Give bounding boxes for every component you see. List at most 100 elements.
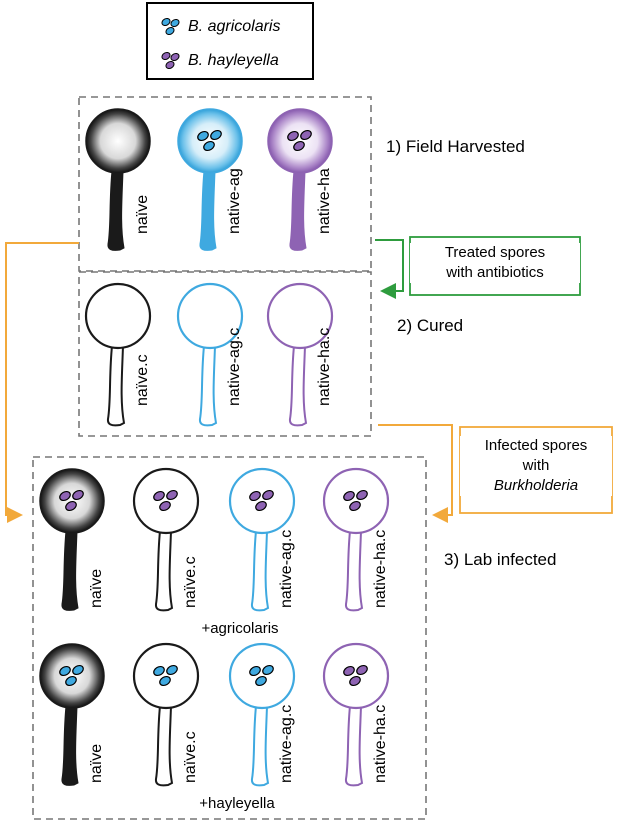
hayleyella-bacteria-icon	[161, 51, 180, 70]
spore	[228, 467, 296, 612]
spore-label: native-ag	[226, 168, 243, 234]
infection-arrow-left	[5, 242, 79, 523]
bacterium	[65, 675, 77, 687]
infection-text-line-1: Infected spores	[484, 437, 588, 454]
spore	[228, 642, 296, 787]
spore	[132, 467, 200, 612]
spore-stalk	[154, 530, 174, 612]
bacterium	[166, 489, 178, 501]
bacterium	[300, 129, 312, 141]
bacterium	[159, 675, 171, 687]
cured-box	[78, 271, 372, 437]
antibiotics-text: Treated spores with antibiotics	[410, 243, 580, 283]
stage-label-field-harvested: 1) Field Harvested	[386, 137, 525, 156]
spore	[84, 282, 152, 427]
spore-head	[85, 108, 151, 174]
infection-text-organism: Burkholderia	[493, 477, 579, 494]
legend-item-agricolaris: B. agricolaris	[158, 14, 280, 40]
bacterium	[356, 489, 368, 501]
bacterium	[262, 664, 274, 676]
infection-text-line-2: with	[522, 457, 550, 474]
spore-stalk	[199, 170, 217, 251]
spore-stalk	[250, 530, 270, 612]
spore-stalk	[107, 170, 125, 251]
spore-label: naïve.c	[134, 354, 151, 406]
spore	[85, 108, 151, 251]
legend-item-hayleyella: B. hayleyella	[158, 48, 279, 74]
bacterium	[59, 490, 71, 502]
spore	[266, 282, 334, 427]
bacterium	[287, 130, 299, 142]
bacterium	[65, 500, 77, 512]
spore-head	[266, 282, 334, 350]
bacterium	[255, 675, 267, 687]
lab-infected-box	[32, 456, 427, 820]
antibiotics-arrow	[375, 239, 404, 299]
bacterium	[343, 665, 355, 677]
spore-stalk	[250, 705, 270, 787]
spore-label: native-ag.c	[278, 529, 295, 608]
spore	[267, 108, 333, 251]
spore-head	[84, 282, 152, 350]
legend-label-agricolaris: B. agricolaris	[188, 18, 281, 35]
spore-stalk	[106, 345, 126, 427]
spore-stalk	[198, 345, 218, 427]
bacterium	[349, 675, 361, 687]
bacterium	[262, 489, 274, 501]
agricolaris-bacteria-icon	[161, 17, 180, 36]
bacterium	[59, 665, 71, 677]
spore	[322, 642, 390, 787]
spore-label: native-ha	[316, 168, 333, 234]
spore-stalk	[61, 530, 79, 611]
bacterium	[210, 129, 222, 141]
spore-stalk	[154, 705, 174, 787]
legend-label-hayleyella: B. hayleyella	[188, 52, 279, 69]
spore-label: naïve	[134, 194, 151, 234]
spore	[322, 467, 390, 612]
bacterium	[159, 500, 171, 512]
spore	[176, 282, 244, 427]
infection-arrow-right	[378, 424, 453, 523]
stage-label-cured: 2) Cured	[397, 316, 464, 335]
spore-label: native-ha.c	[316, 327, 333, 406]
bacterium	[197, 130, 209, 142]
spore-label: native-ag.c	[278, 704, 295, 783]
bacterium	[255, 500, 267, 512]
bacterium	[166, 664, 178, 676]
bacterium	[153, 490, 165, 502]
antibiotics-text-line-2: with antibiotics	[446, 264, 544, 281]
spore-label: native-ha.c	[372, 704, 389, 783]
spore	[177, 108, 243, 251]
bacterium	[343, 490, 355, 502]
bacterium	[72, 664, 84, 676]
legend: B. agricolaris B. hayleyella	[146, 2, 314, 80]
spore-label: naïve	[88, 743, 105, 783]
spore-label: naïve.c	[182, 556, 199, 608]
field-harvested-box	[78, 96, 372, 272]
spore-label: naïve.c	[182, 731, 199, 783]
spore-label: native-ag.c	[226, 327, 243, 406]
bacterium	[356, 664, 368, 676]
treatment-label-agricolaris: +agricolaris	[201, 620, 279, 637]
bacterium	[249, 665, 261, 677]
bacterium	[203, 140, 215, 152]
bacterium	[153, 665, 165, 677]
spore-stalk	[288, 345, 308, 427]
infection-text: Infected spores with Burkholderia	[460, 436, 612, 496]
spore-stalk	[289, 170, 307, 251]
spore-stalk	[344, 705, 364, 787]
bacterium	[349, 500, 361, 512]
spore-label: naïve	[88, 568, 105, 608]
bacterium	[293, 140, 305, 152]
spore	[132, 642, 200, 787]
spore-head	[176, 282, 244, 350]
spore	[39, 643, 105, 786]
bacterium	[249, 490, 261, 502]
spore-label: native-ha.c	[372, 529, 389, 608]
antibiotics-text-line-1: Treated spores	[444, 244, 546, 261]
spore-stalk	[344, 530, 364, 612]
spore-stalk	[61, 705, 79, 786]
bacterium	[72, 489, 84, 501]
treatment-label-hayleyella: +hayleyella	[199, 795, 275, 812]
